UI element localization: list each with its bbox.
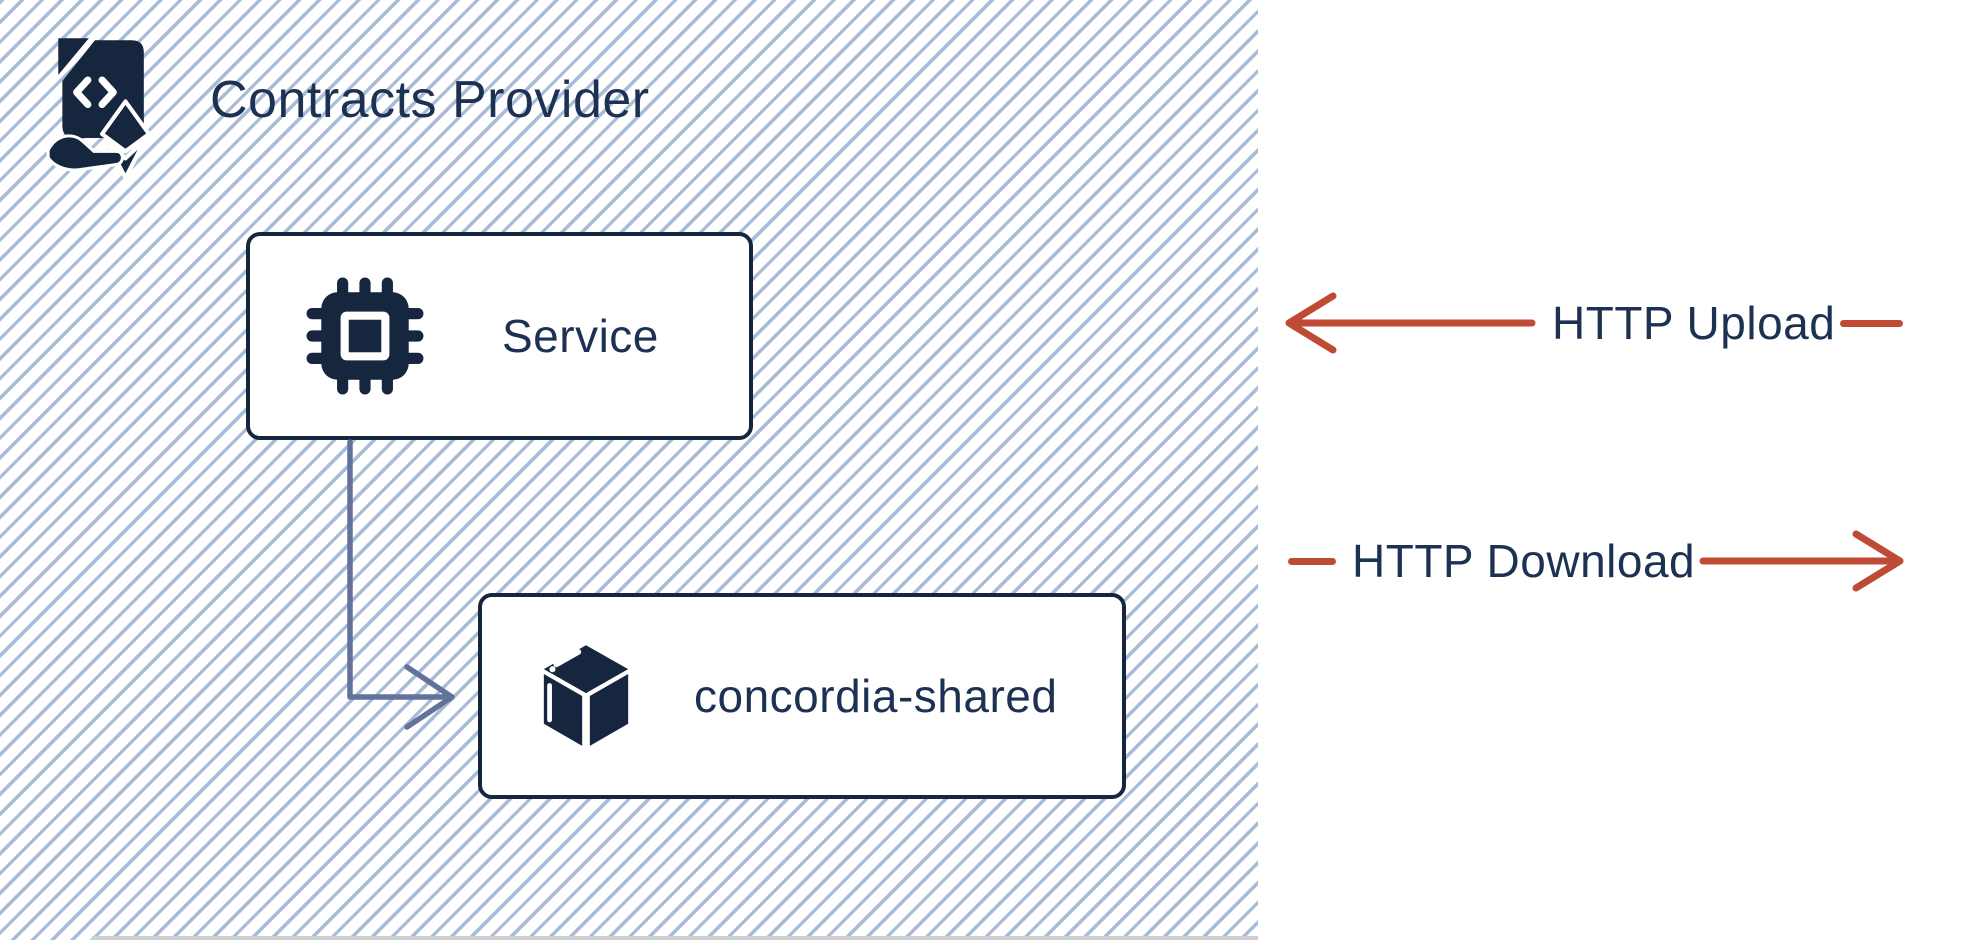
package-cube-icon [543, 645, 629, 746]
smart-contract-document-icon [46, 38, 151, 180]
service-node: Service [246, 232, 753, 440]
connector-arrowhead [404, 664, 455, 730]
provider-title: Contracts Provider [210, 71, 650, 129]
http-download-right-arrow [1699, 530, 1904, 592]
download-arrowhead [1852, 530, 1904, 592]
document-fold [58, 38, 89, 75]
contracts-provider-region: Contracts Provider [0, 0, 1258, 940]
http-upload-left-arrow [1285, 292, 1536, 354]
http-download-left-dash [1288, 558, 1336, 565]
cpu-chip-icon [306, 277, 424, 395]
ethereum-diamond-glyph [100, 99, 151, 180]
service-to-concordia-connector-arrow [347, 439, 455, 730]
service-node-label: Service [502, 310, 659, 362]
concordia-shared-node-label: concordia-shared [694, 670, 1058, 722]
http-upload-label: HTTP Upload [1552, 297, 1836, 349]
concordia-shared-node: concordia-shared [478, 593, 1126, 799]
code-brackets-glyph [73, 76, 117, 109]
bottom-window-edge [92, 936, 1258, 940]
hand-glyph [46, 134, 124, 172]
upload-arrowhead [1285, 292, 1337, 354]
http-download-label: HTTP Download [1352, 535, 1696, 587]
http-upload-right-dash [1840, 320, 1903, 327]
